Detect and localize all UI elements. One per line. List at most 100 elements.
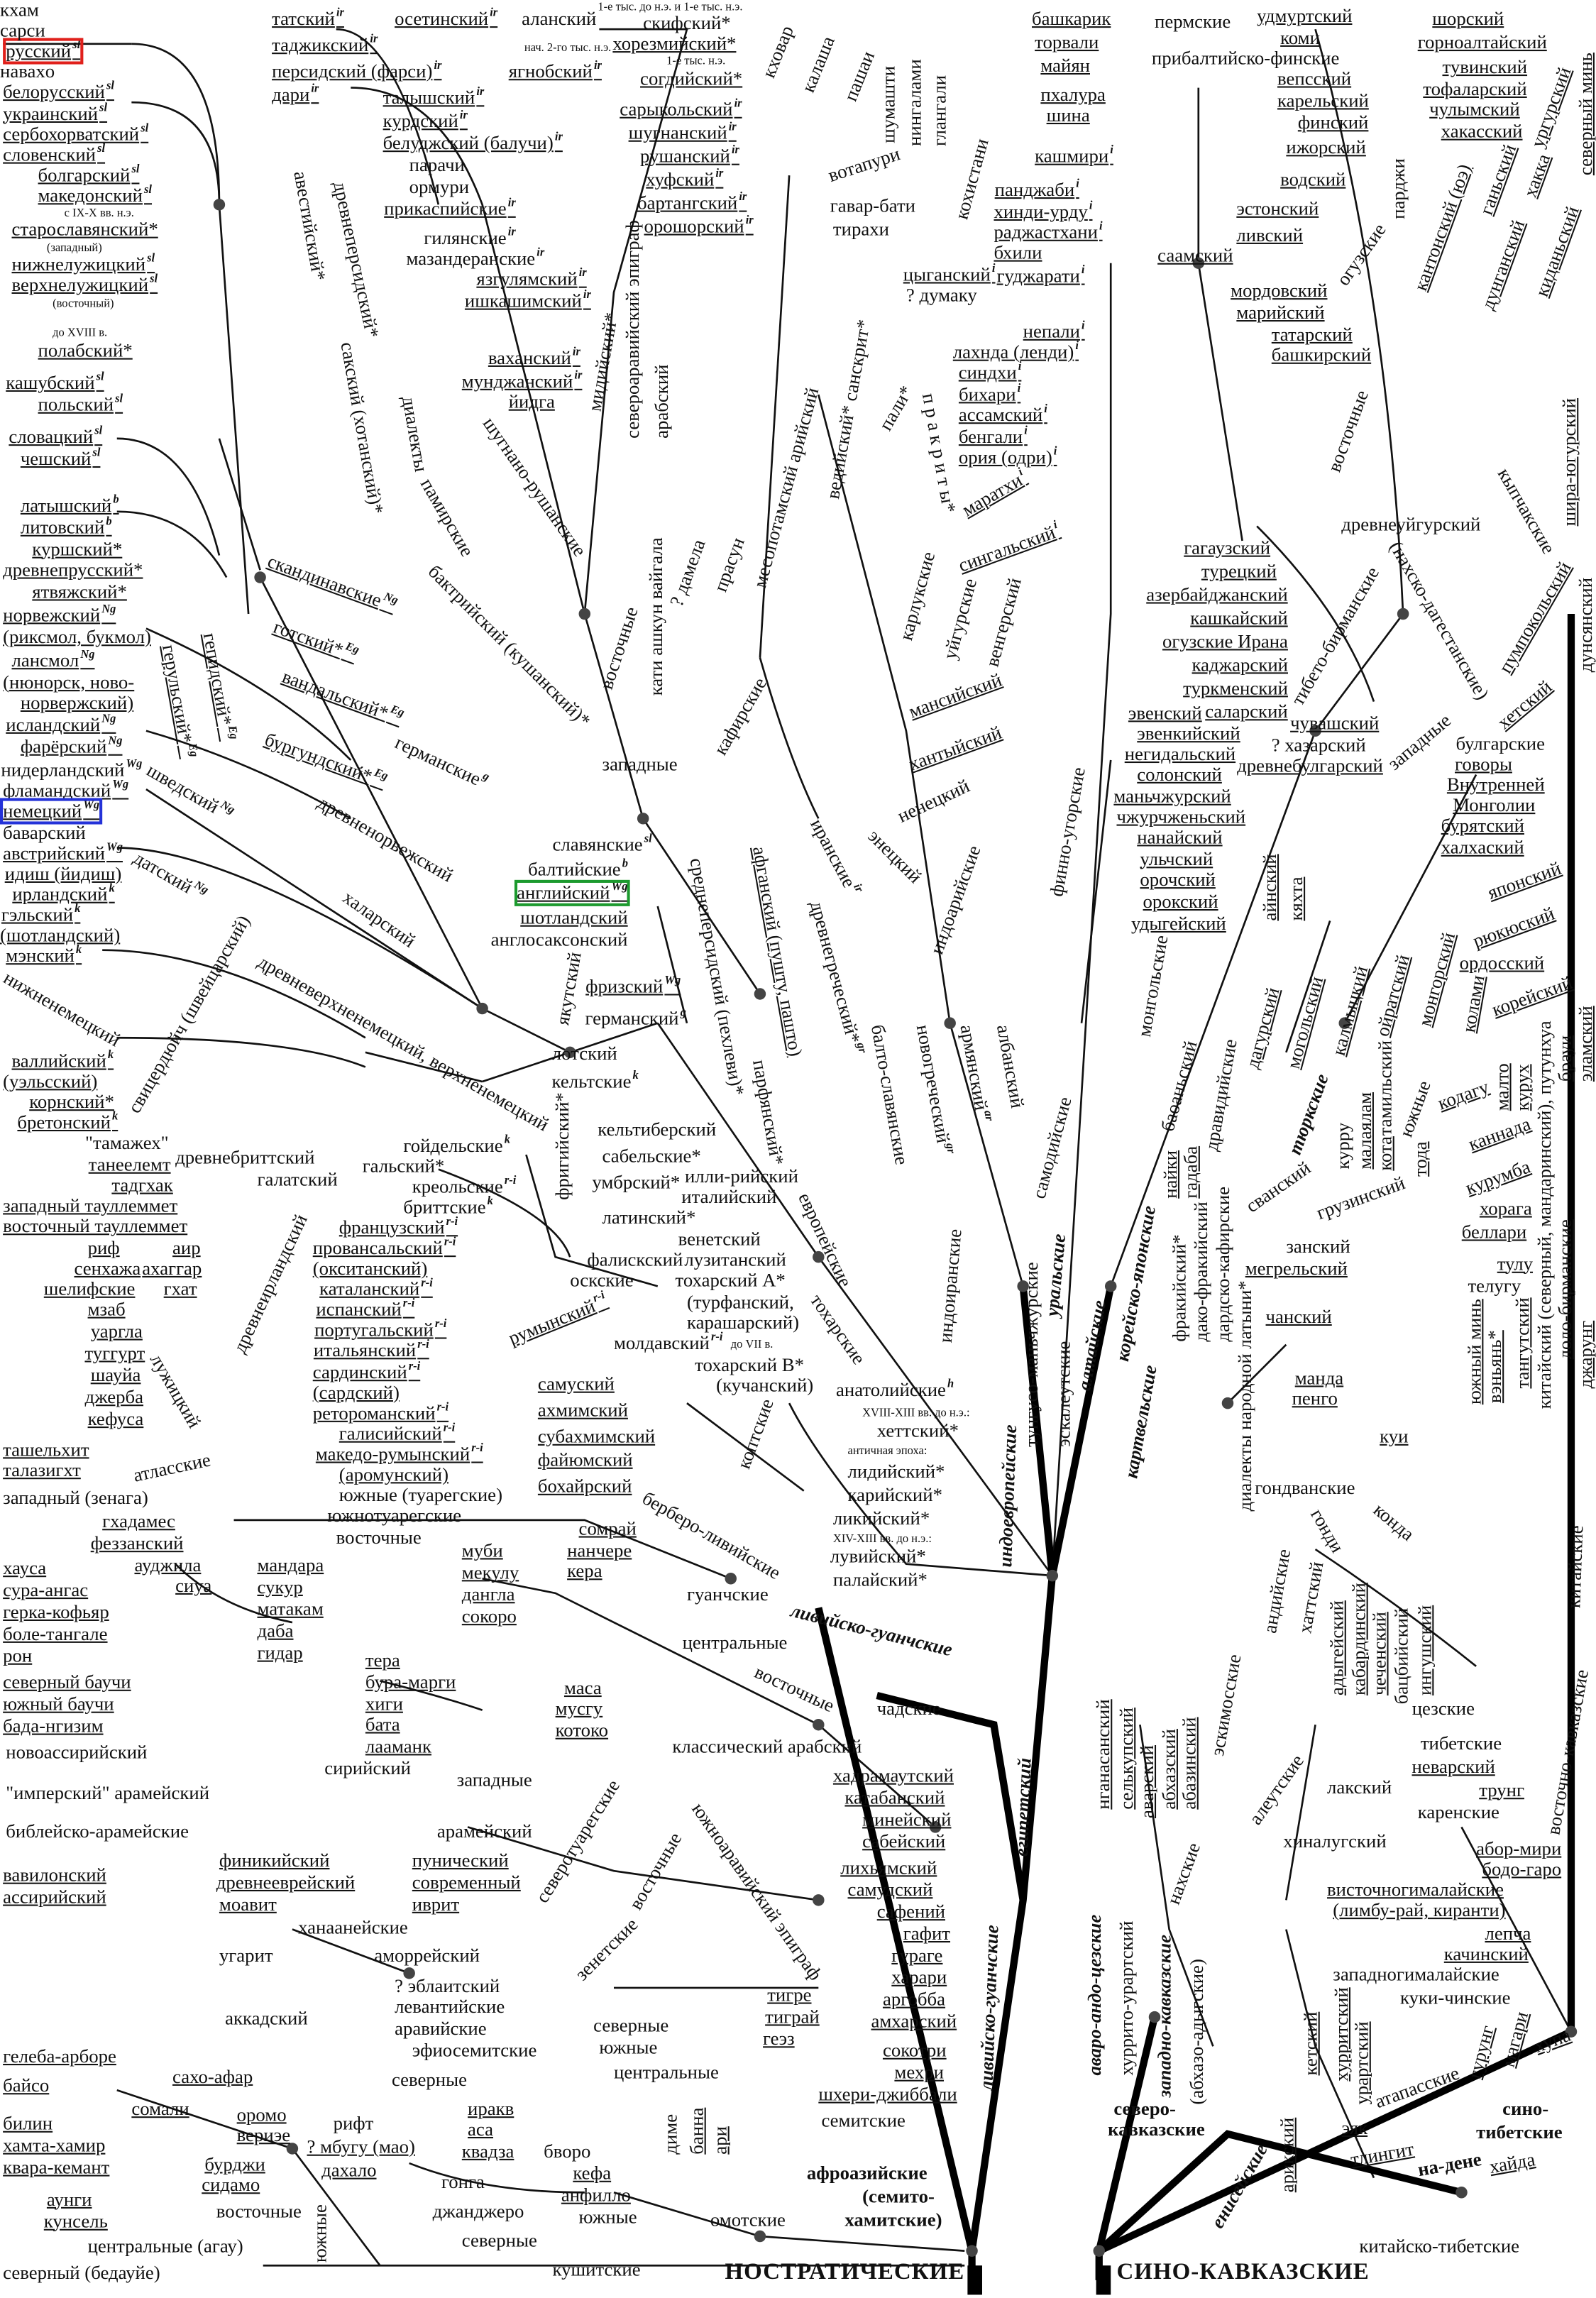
family-superscript: ir (593, 58, 602, 72)
label-text: каренские (1417, 1800, 1499, 1823)
family-superscript: ir (336, 6, 344, 19)
family-superscript: Wg (83, 798, 100, 812)
label-text: илли-рийский (685, 1165, 798, 1187)
branch-node (725, 1573, 737, 1585)
label-text: эламский (1574, 1006, 1596, 1082)
language-label: саамский (1157, 245, 1233, 266)
family-superscript: i (1017, 380, 1021, 395)
language-label: абор-мири (1476, 1837, 1561, 1859)
branch-line (949, 1023, 1024, 1287)
branch-node (754, 2230, 766, 2243)
language-label: бура-марги (365, 1671, 456, 1693)
branch-node (813, 1718, 825, 1731)
language-label: хеттский* (877, 1420, 959, 1441)
family-superscript: ir (490, 6, 498, 19)
language-label: семитские (821, 2110, 906, 2131)
language-label: кушитские (552, 2259, 640, 2280)
language-label: субахмимский (538, 1426, 655, 1447)
language-label: античная эпоха: (848, 1444, 928, 1458)
label-text: скифский* (643, 11, 731, 34)
branch-node (944, 1017, 956, 1029)
label-text: русский (6, 40, 72, 62)
label-text: дахало (321, 2158, 377, 2181)
language-label: йидга (509, 392, 555, 413)
family-superscript: b (622, 856, 628, 869)
label-text: (уэльсский) (3, 1069, 98, 1092)
label-text: древнебулгарский (1237, 754, 1383, 777)
label-text: удмуртский (1257, 5, 1353, 28)
label-text: мусгу (555, 1697, 603, 1719)
branch-node (813, 1250, 825, 1263)
language-label: гуанчские (687, 1584, 769, 1605)
language-label: западный (зенага) (3, 1487, 148, 1508)
label-text: (риксмол, букмол) (3, 625, 151, 648)
language-label: НОСТРАТИЧЕСКИЕ (725, 2260, 965, 2285)
label-text: венетский (678, 1227, 761, 1250)
language-label: ория (одри)i (959, 445, 1057, 468)
language-label: лихьямский (840, 1857, 937, 1879)
label-text: креольские (412, 1175, 503, 1197)
label-text: хинди-урду (994, 200, 1088, 223)
label-text: сардинский (312, 1360, 407, 1382)
branch-line (380, 1680, 483, 1711)
language-label: сенхажа (74, 1258, 141, 1279)
label-text: "имперский" арамейский (6, 1781, 210, 1804)
family-superscript: h (947, 1377, 954, 1390)
label-text: нингалами (903, 59, 925, 146)
branch-node (1397, 608, 1409, 620)
label-text: кельтские (551, 1069, 632, 1092)
language-label: банна (686, 2108, 708, 2155)
label-text: хурритский (1329, 1986, 1352, 2081)
branch-line (818, 1256, 1053, 1576)
family-superscript: sl (131, 162, 140, 176)
language-label: южные (579, 2206, 637, 2228)
label-text: тангутский (1512, 1297, 1534, 1389)
label-text: эяк (1341, 2116, 1368, 2138)
label-text: каталанский (319, 1277, 420, 1300)
label-text: сарыкольский (620, 97, 733, 120)
language-label: (абхазо-адыгские) (1185, 1959, 1207, 2105)
family-superscript: ir (476, 84, 485, 98)
label-text: фламандский (3, 779, 111, 802)
language-label: мордовский (1231, 280, 1327, 301)
family-superscript: i (1081, 263, 1085, 277)
language-label: коми (1280, 26, 1320, 48)
family-superscript: r-i (421, 1276, 433, 1290)
language-label: цезские (1412, 1698, 1475, 1719)
language-label: китайские (1563, 1525, 1587, 1609)
language-label: "тамажех" (85, 1132, 168, 1153)
label-text: раджастхани (994, 221, 1098, 243)
label-text: халхаский (1441, 836, 1524, 859)
language-label: геэз (763, 2028, 795, 2049)
language-label: древнепрусский* (3, 559, 143, 581)
language-label: китайско-тибетские (1359, 2236, 1519, 2257)
language-label: марийский (1236, 301, 1324, 322)
label-text: бенгали (958, 424, 1023, 447)
label-text: провансальский (312, 1236, 443, 1259)
language-label: вериэе (237, 2124, 290, 2146)
language-label: брауи (1553, 1035, 1575, 1082)
label-text: орокский (1143, 889, 1218, 912)
label-text: сарси (0, 18, 45, 41)
family-superscript: sl (150, 272, 158, 285)
label-text: ульчский (1140, 847, 1213, 869)
label-text: туггурт (84, 1341, 145, 1364)
label-text: англосаксонский (490, 928, 628, 950)
language-label: гонга (441, 2171, 485, 2192)
label-text: татский (272, 7, 335, 30)
label-text: нижнелужицкий (11, 252, 146, 275)
label-text: (сардский) (312, 1380, 400, 1403)
language-label: кефуса (88, 1408, 144, 1429)
language-label: самуский (538, 1373, 615, 1395)
label-text: дардско-кафирские (1211, 1186, 1234, 1342)
